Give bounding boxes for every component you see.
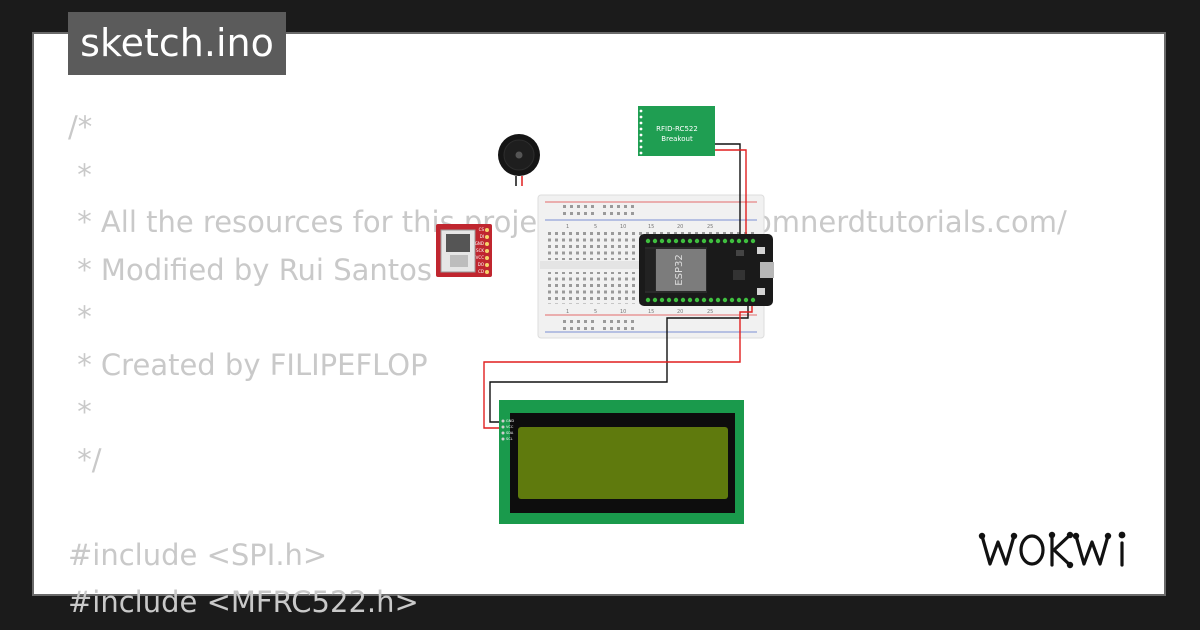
- sd-pin-label: CD: [478, 269, 484, 274]
- code-line: * All the resources for this project: ht…: [77, 205, 1067, 239]
- sd-pin-label: SCK: [476, 248, 484, 253]
- code-line: #include <SPI.h>: [68, 537, 328, 572]
- sd-pin-label: CS: [479, 227, 485, 232]
- breadboard-number: 1: [566, 224, 569, 230]
- breadboard-number: 20: [677, 309, 683, 315]
- breadboard-number: 15: [648, 309, 654, 315]
- breadboard-number: 10: [620, 309, 626, 315]
- code-line: * Modified by Rui Santos: [68, 252, 432, 287]
- sd-pin-label: DO: [478, 262, 484, 267]
- file-tab-label: sketch.ino: [80, 21, 274, 65]
- code-line: *: [68, 395, 92, 429]
- sd-card-module[interactable]: CS DI GND SCK VCC DO CD: [436, 224, 492, 277]
- sd-pin-label: GND: [475, 241, 484, 246]
- code-line: /*: [68, 110, 93, 144]
- esp32-board[interactable]: ESP32: [639, 234, 774, 306]
- lcd-pin-label: VCC: [506, 425, 514, 429]
- lcd-pin-label: GND: [506, 419, 514, 423]
- lcd-display[interactable]: GND VCC SDA SCL: [499, 400, 744, 524]
- breadboard-number: 20: [677, 224, 683, 230]
- rfid-label: RFID-RC522: [656, 125, 698, 133]
- wokwi-logo: [978, 531, 1126, 569]
- sd-pin-label: VCC: [476, 255, 485, 260]
- code-line: *: [68, 157, 92, 192]
- breadboard-number: 25: [707, 224, 713, 230]
- code-line: * Created by FILIPEFLOP: [68, 347, 428, 382]
- buzzer[interactable]: [498, 134, 540, 186]
- wire-red: [483, 305, 753, 429]
- lcd-pin-label: SDA: [506, 431, 514, 435]
- code-line: */: [68, 442, 102, 477]
- code-line: #include <MFRC522.h>: [68, 585, 419, 619]
- breadboard-number: 25: [707, 309, 713, 315]
- lcd-pin-label: SCL: [506, 437, 513, 441]
- breadboard-number: 15: [648, 224, 654, 230]
- rfid-label: Breakout: [661, 135, 693, 143]
- rfid-module[interactable]: RFID-RC522 Breakout: [638, 106, 715, 156]
- breadboard-number: 5: [594, 309, 597, 315]
- wire-black: [489, 305, 749, 423]
- sd-pin-label: DI: [480, 234, 484, 239]
- code-editor[interactable]: /* * * All the resources for this projec…: [68, 104, 1067, 627]
- file-tab[interactable]: sketch.ino: [68, 12, 286, 75]
- breadboard-number: 10: [620, 224, 626, 230]
- breadboard-number: 1: [566, 309, 569, 315]
- esp32-label: ESP32: [674, 254, 685, 285]
- code-line: *: [68, 300, 92, 334]
- breadboard-number: 5: [594, 224, 597, 230]
